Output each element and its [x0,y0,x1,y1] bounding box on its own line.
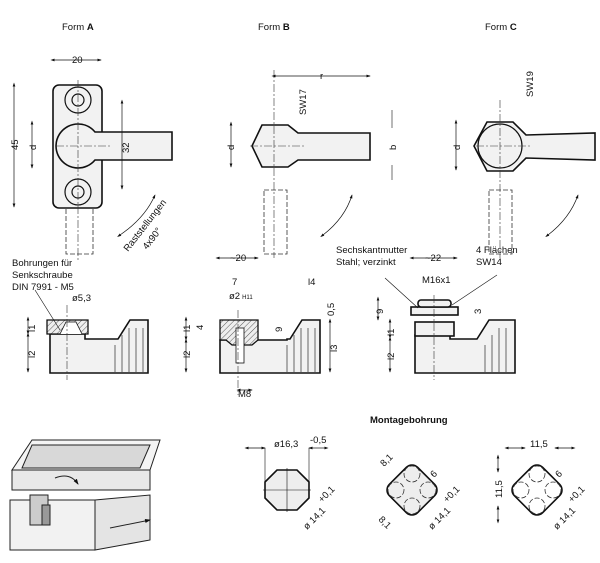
hole2-pitch-a: 8,1 [378,452,395,469]
side-c-l2: l2 [386,353,397,360]
side-b-approx-20: ~20 [230,253,246,264]
hole1-flat: ø 14,1 [301,505,328,532]
side-a-l1: l1 [27,325,38,332]
hole3-width: 11,5 [530,439,548,450]
form-a-hole-spacing: 32 [121,142,132,153]
form-c-d-dim: d [452,145,463,150]
side-b-l3: l3 [329,345,340,352]
hole2-pitch-b: 8,1 [376,514,393,531]
side-c-dim-3: 3 [473,309,484,314]
form-b-d-dim: d [226,145,237,150]
form-c-title: Form C [485,22,517,33]
hole1-dia: ø16,3 [274,439,298,450]
hole2-flat-tol: +0,1 [441,484,462,505]
side-c-flats-2: SW14 [476,257,502,268]
hole1-flat-tol: +0,1 [316,484,337,505]
mounting-hole-3 [496,446,576,524]
drawer-illustration [9,439,161,551]
form-b-title: Form B [258,22,290,33]
side-c-flats-1: 4 Flächen [476,245,518,256]
side-b-l1: l1 [182,325,193,332]
side-b-dim-4: 4 [195,325,206,330]
side-b-l4: l4 [308,277,315,288]
hole3-flat: ø 14,1 [551,505,578,532]
side-c-dim-9: 9 [375,309,386,314]
mounting-title: Montagebohrung [370,415,448,426]
form-b-top-view [229,70,393,258]
hole3-flat-tol: +0,1 [566,484,587,505]
side-c-approx-22: ~22 [425,253,441,264]
form-a-title: Form A [62,22,94,33]
form-c-top-view [454,100,596,258]
hole2-six: 6 [428,469,440,481]
side-c-l1: l1 [386,329,397,336]
form-a-d-dim: d [28,145,39,150]
side-c-nut-1: Sechskantmutter [336,245,407,256]
side-b-gap: 0,5 [326,303,337,316]
form-a-height-dim: 45 [10,139,21,150]
hole3-six: 6 [553,469,565,481]
side-a-hole-dia: ø5,3 [72,293,91,304]
side-c-nut-2: Stahl; verzinkt [336,257,396,268]
side-b-dim-9: 9 [274,327,285,332]
hole2-flat: ø 14,1 [426,505,453,532]
side-a-note-1: Bohrungen für [12,258,72,269]
form-b-b-dim: b [388,145,399,150]
hole1-tol: -0,5 [310,435,326,446]
side-a-note-2: Senkschraube [12,270,73,281]
form-b-sw: SW17 [298,89,309,115]
side-b-thread: M8 [238,389,251,400]
hole3-height: 11,5 [494,480,505,498]
form-a-width-dim: 20 [72,55,83,66]
side-a-l2: l2 [27,351,38,358]
side-c-thread: M16x1 [422,275,451,286]
form-b-side-view [184,256,332,395]
form-a-top-view [12,58,173,260]
side-a-note-3: DIN 7991 - M5 [12,282,74,293]
form-c-sw: SW19 [525,71,536,97]
mounting-hole-1 [244,446,329,512]
side-b-dim-7: 7 [232,277,237,288]
side-b-l2: l2 [182,351,193,358]
form-c-side-view [376,256,516,380]
form-b-r-dim: r [320,71,323,82]
mounting-hole-2 [386,464,438,516]
form-a-side-view [26,289,149,380]
